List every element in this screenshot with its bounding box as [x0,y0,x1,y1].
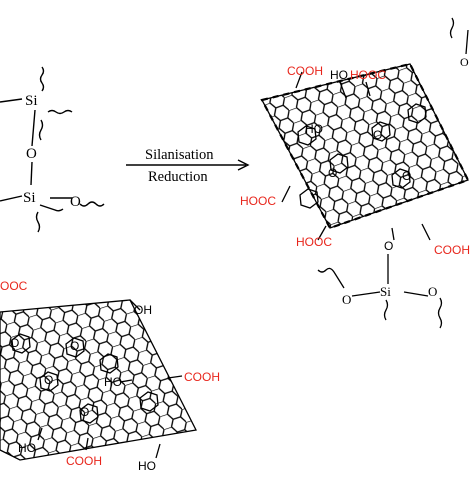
hex-ring [371,121,391,142]
wavy-bond [437,297,443,329]
hex-ring [99,353,119,374]
partial-silane-top-right [449,17,469,55]
si-label: Si [23,190,36,206]
substituent-bond [391,227,395,241]
carboxyl-label: COOH [287,64,323,78]
wavy-bond [449,17,455,39]
silane-bond [31,109,36,147]
o-label: O [342,292,351,307]
hex-ring [139,391,159,412]
substituent-bond [339,81,347,99]
o-label: O [460,55,469,69]
hex-ring [299,188,319,209]
substituent-bond [37,427,43,441]
substituent-bond [129,299,141,311]
epoxide-o-label: O [328,166,337,180]
o-label: O [70,194,81,210]
wavy-bond [39,204,64,212]
hydroxyl-label: HO [138,459,156,473]
silane-bond [0,195,23,202]
attached-silane [317,254,443,329]
substituent-bond [295,71,303,89]
hydroxyl-label: OH [134,303,152,317]
carboxyl-label: HOOC [350,68,386,82]
hydroxyl-label: HO [104,375,122,389]
hex-ring [79,403,99,424]
si-label: Si [380,284,391,299]
wavy-bond [317,267,345,289]
carboxyl-label: COOH [66,454,102,468]
hex-ring [11,333,31,354]
epoxide-o-label: O [373,128,382,142]
substituent-bond [281,185,291,203]
substituent-bond [365,81,371,97]
substituent-bond [85,437,89,451]
epoxide-o-label: O [44,373,53,387]
wavy-bond [47,109,73,115]
silane-bond [0,98,23,103]
hydroxyl-label: HO [330,68,348,82]
arrow-label-reduction: Reduction [148,169,208,185]
epoxide-o-label: O [10,336,19,350]
silane-bond [351,291,381,297]
epoxide-o-label: O [80,405,89,419]
carboxyl-label: HOOC [240,194,276,208]
wavy-bond [38,119,44,141]
silane-bond [465,29,469,55]
hex-ring [65,337,85,358]
epoxide-o-label: O [70,339,79,353]
silane-reagent [0,66,105,233]
silane-bond [30,161,33,186]
hex-ring [297,125,317,146]
hex-ring [329,153,349,174]
o-label: O [26,146,37,162]
hex-ring [39,371,59,392]
carboxyl-label: OOC [0,279,28,293]
arrow-label-silanisation: Silanisation [145,147,214,163]
graphene-oxide-sheet [0,299,197,461]
o-label: O [428,284,437,299]
silane-bond [403,291,429,297]
hydroxyl-label: HO [305,122,323,136]
wavy-bond [383,299,389,321]
epoxide-o-label: O [402,169,411,183]
hex-ring [391,168,411,189]
wavy-bond [39,66,45,92]
substituent-bond [167,375,183,379]
substituent-bond [421,223,431,241]
substituent-bond [155,443,161,459]
reaction-arrow [126,159,250,171]
hydroxyl-label: HO [18,441,36,455]
wavy-bond [79,201,105,207]
carboxyl-label: COOH [434,243,470,257]
carboxyl-label: HOOC [296,235,332,249]
wavy-bond [35,211,41,233]
substituent-bond [119,379,133,383]
si-label: Si [25,93,38,109]
hex-ring [407,103,427,124]
carboxyl-label: COOH [184,370,220,384]
graphene-sheet-product [260,62,470,241]
substituent-bond [317,225,327,241]
linker-o-label: O [384,239,393,253]
